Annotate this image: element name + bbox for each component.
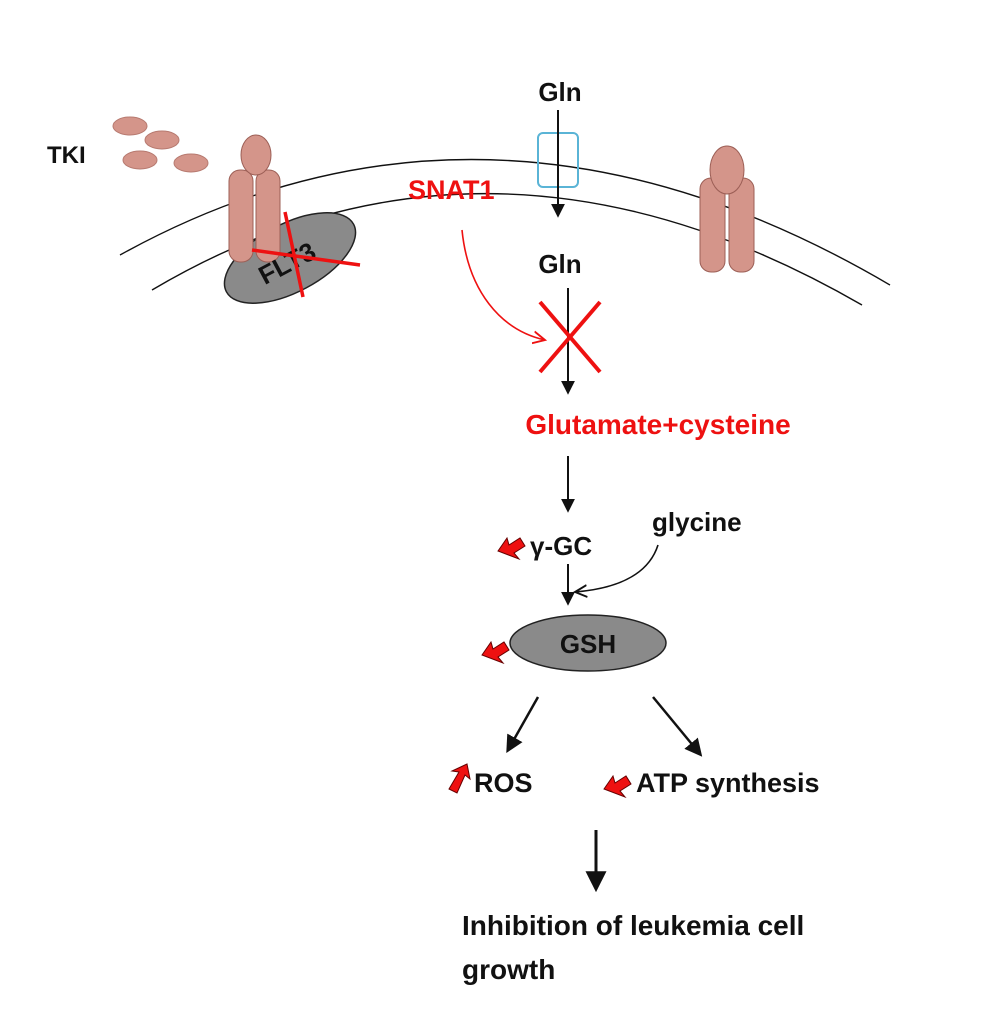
gsh-label: GSH <box>560 629 616 659</box>
to-ros-arrow <box>506 696 540 754</box>
tki-label: TKI <box>47 142 86 169</box>
ros-label: ROS <box>474 768 533 798</box>
glycine-arrow <box>575 544 659 592</box>
outcome-line-1: Inhibition of leukemia cell <box>462 910 804 941</box>
receptor-subunit-right <box>255 169 281 263</box>
glutamate-cysteine-label: Glutamate+cysteine <box>525 409 790 440</box>
gln-outside-label: Gln <box>538 77 581 107</box>
receptor-subunit-left <box>228 169 254 263</box>
gsh-ellipse <box>509 614 667 672</box>
snat1-effect-arrow <box>461 229 545 340</box>
tki-drug-molecules <box>112 116 209 173</box>
outcome-line-2: growth <box>462 954 555 985</box>
ros-up-arrow-icon <box>448 763 471 794</box>
flt3-inhibition-cross <box>251 211 361 298</box>
glycine-label: glycine <box>652 507 742 537</box>
gln-conversion-block-cross <box>538 300 602 374</box>
atp-down-arrow-icon <box>603 774 632 799</box>
gamma-gc-down-arrow-icon <box>497 536 526 561</box>
snat1-label: SNAT1 <box>408 175 495 205</box>
to-atp-arrow <box>652 696 703 757</box>
receptor-right <box>699 145 755 273</box>
gsh-down-arrow-icon <box>481 640 510 665</box>
receptor-head <box>240 134 272 176</box>
atp-synthesis-label: ATP synthesis <box>636 768 820 798</box>
flt3-receptor: FLT3 <box>223 134 361 304</box>
gln-inside-label: Gln <box>538 249 581 279</box>
gamma-gc-label: γ-GC <box>530 531 592 561</box>
